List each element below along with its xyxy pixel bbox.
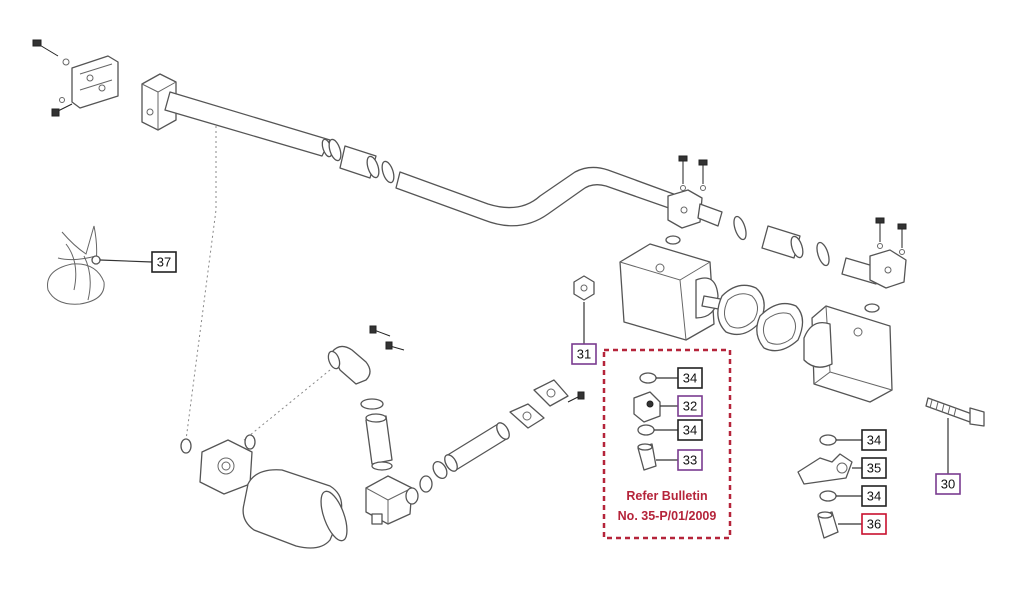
bulletin-box [602, 348, 732, 540]
callout-34-d: 34 [861, 485, 887, 507]
bulletin-note-line2: No. 35-P/01/2009 [618, 509, 717, 523]
lower-assembly [180, 126, 585, 549]
callout-34-c-label: 34 [867, 433, 881, 448]
callout-36: 36 [861, 513, 887, 535]
callout-34-a: 34 [677, 367, 703, 389]
callout-32: 32 [677, 395, 703, 417]
banjo-fitting-parts [797, 434, 853, 539]
callout-33-label: 33 [683, 453, 697, 468]
pump-assembly [619, 243, 893, 403]
callout-35-label: 35 [867, 461, 881, 476]
hose-clamp-part [47, 225, 105, 305]
callout-32-label: 32 [683, 399, 697, 414]
callout-31-label: 31 [577, 347, 591, 362]
callout-34-b: 34 [677, 419, 703, 441]
mounting-bracket [32, 39, 119, 117]
bulletin-parts [633, 372, 661, 471]
callout-33: 33 [677, 449, 703, 471]
callout-35: 35 [861, 457, 887, 479]
callout-37-label: 37 [157, 255, 171, 270]
callout-34-d-label: 34 [867, 489, 881, 504]
callout-31: 31 [571, 343, 597, 365]
long-bolt-part [925, 397, 985, 427]
callout-34-c: 34 [861, 429, 887, 451]
callout-30-label: 30 [941, 477, 955, 492]
leader-lines [99, 259, 949, 525]
callout-34-b-label: 34 [683, 423, 697, 438]
nut-part [573, 275, 595, 301]
upper-shaft-assembly [141, 73, 907, 313]
callout-36-label: 36 [867, 517, 881, 532]
bulletin-note-line1: Refer Bulletin [626, 489, 707, 503]
callout-37: 37 [151, 251, 177, 273]
callout-30: 30 [935, 473, 961, 495]
callout-34-a-label: 34 [683, 371, 697, 386]
